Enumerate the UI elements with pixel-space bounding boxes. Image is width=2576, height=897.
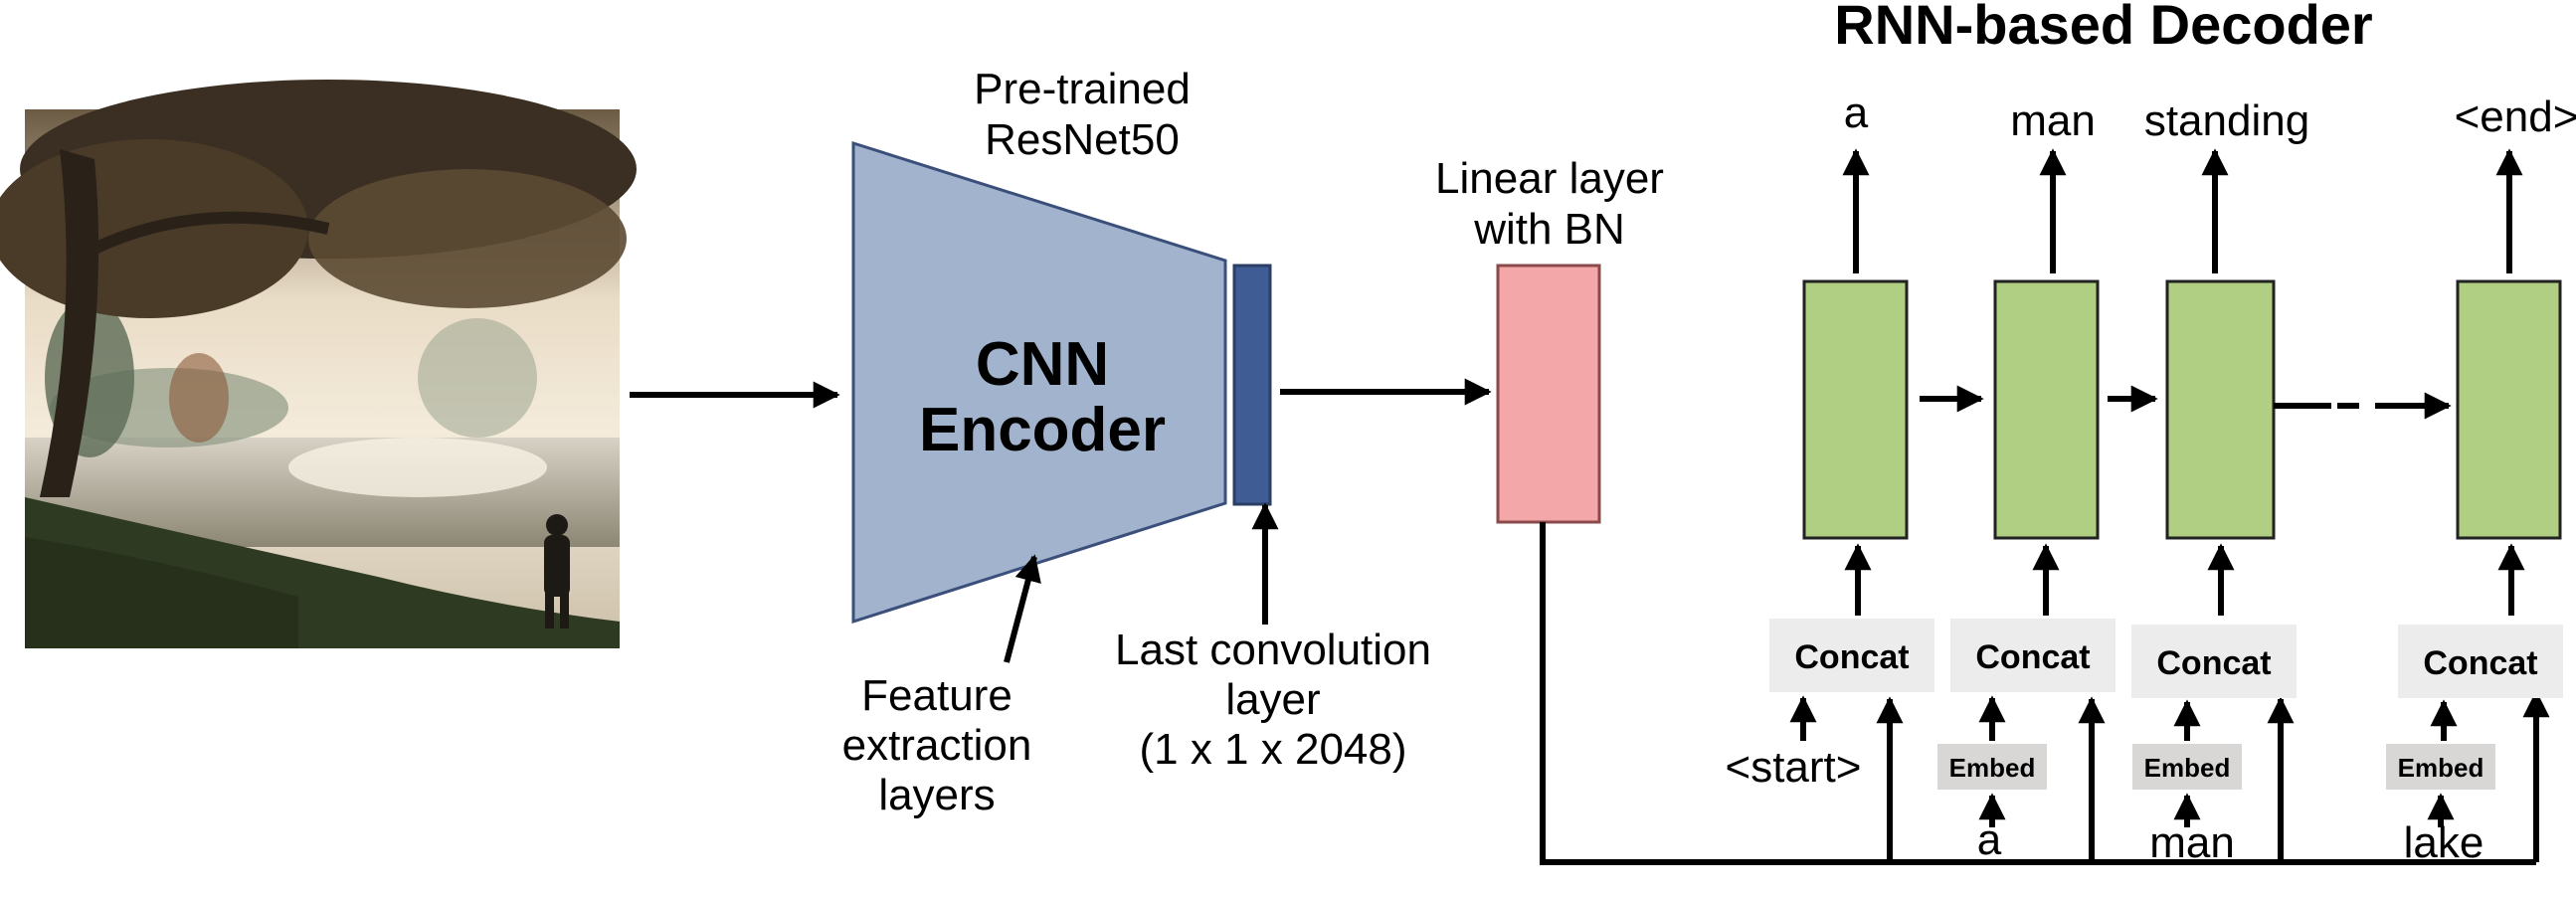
lstm-cell-1 [1802, 279, 1909, 540]
linear-layer-bn [1496, 264, 1601, 524]
encoder-name-line1: CNN [976, 330, 1109, 399]
concat-box-1 [1769, 619, 1934, 692]
input-word-1: a [1977, 815, 2002, 864]
embed-box-3 [2386, 744, 2495, 790]
concat-box-2 [1950, 619, 2116, 692]
output-word-2: man [2010, 96, 2096, 145]
feature-label-line3: layers [878, 771, 995, 819]
embed-box-1 [1937, 744, 2047, 790]
linear-layer-label-line1: Linear layer [1435, 154, 1664, 203]
concat-box-3 [2131, 625, 2297, 698]
embed-label-2: Embed [2144, 753, 2231, 783]
pretrained-label-line1: Pre-trained [974, 65, 1191, 113]
last-conv-layer [1232, 264, 1272, 506]
input-word-2: man [2149, 818, 2235, 867]
last-conv-label-line3: (1 x 1 x 2048) [1139, 725, 1406, 774]
output-word-3: standing [2144, 96, 2309, 145]
input-word-3: lake [2404, 818, 2484, 867]
feature-label-line2: extraction [842, 721, 1032, 770]
pretrained-label-line2: ResNet50 [985, 115, 1180, 164]
linear-layer-label-line2: with BN [1473, 205, 1625, 254]
start-token: <start> [1726, 743, 1862, 792]
concat-label-2: Concat [1975, 638, 2090, 676]
last-conv-label-line1: Last convolution [1115, 626, 1431, 674]
lstm-cell-2 [1993, 279, 2100, 540]
feature-label-line1: Feature [861, 671, 1012, 720]
lstm-cell-3 [2165, 279, 2276, 540]
embed-label-1: Embed [1949, 753, 2036, 783]
output-word-4: <end> [2455, 92, 2576, 141]
embed-label-3: Embed [2398, 753, 2484, 783]
concat-label-4: Concat [2423, 644, 2537, 682]
concat-label-1: Concat [1794, 638, 1909, 676]
decoder-title: RNN-based Decoder [1834, 0, 2372, 56]
cnn-encoder-block [851, 140, 1227, 625]
concat-box-4 [2398, 625, 2563, 698]
output-word-1: a [1844, 89, 1869, 137]
embed-box-2 [2132, 744, 2242, 790]
last-conv-label-line2: layer [1225, 675, 1320, 724]
lstm-cell-4 [2456, 279, 2562, 540]
concat-label-3: Concat [2156, 644, 2271, 682]
landscape-photo-icon [0, 80, 637, 648]
encoder-name-line2: Encoder [919, 396, 1166, 464]
